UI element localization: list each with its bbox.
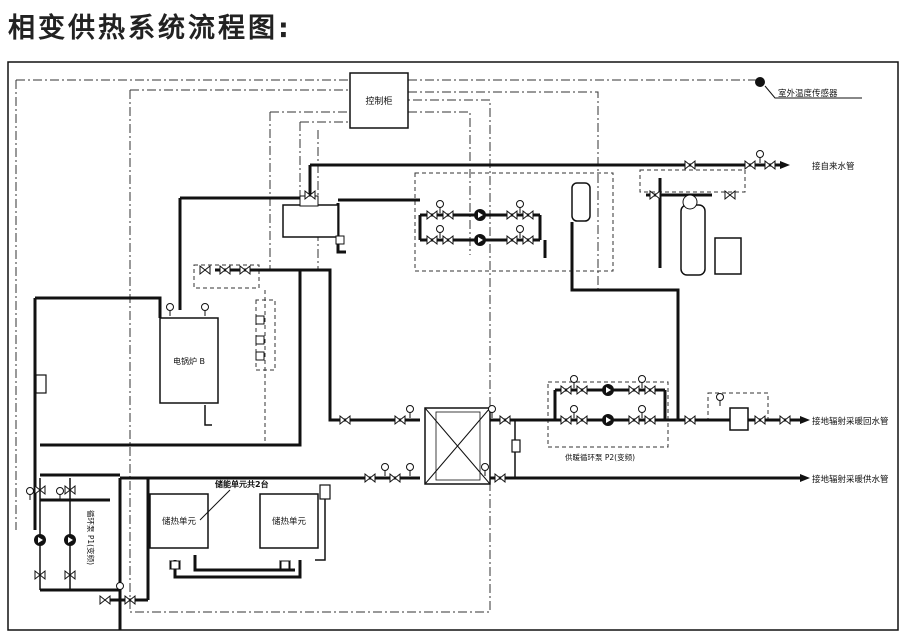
gauges: [26, 150, 764, 596]
storage-group-label: 储能单元共2台: [214, 479, 269, 489]
outdoor-sensor: 室外温度传感器: [755, 77, 862, 99]
svg-text:电锅炉 B: 电锅炉 B: [173, 356, 205, 366]
pump-p1-symbols: [34, 534, 76, 546]
softener-tank: [680, 194, 742, 276]
control-cabinet: 控制柜: [349, 72, 409, 129]
heat-storage-unit-1: 储热单元: [149, 493, 209, 549]
instruments: [35, 235, 521, 570]
return-pipe-label: 接地辐射采暖回水管: [812, 416, 889, 427]
flow-arrows: [780, 161, 810, 482]
svg-text:储热单元: 储热单元: [272, 516, 307, 527]
heat-storage-unit-2: 储热单元: [259, 493, 319, 549]
supply-pipe-label: 接地辐射采暖供水管: [812, 474, 889, 485]
svg-text:储热单元: 储热单元: [162, 516, 197, 527]
pump-p2-label: 供暖循环泵 P2(变频): [565, 452, 635, 462]
expansion-tank: [282, 195, 339, 238]
sensor-icon: [755, 77, 765, 87]
control-lines: [15, 79, 760, 613]
electric-boiler: 电锅炉 B: [159, 317, 219, 404]
svg-text:室外温度传感器: 室外温度传感器: [778, 88, 838, 99]
storage-group-leader: [199, 489, 231, 521]
svg-text:控制柜: 控制柜: [365, 95, 392, 107]
plate-heat-exchanger: [424, 407, 491, 485]
page-title: 相变供热系统流程图:: [8, 13, 292, 44]
pump-p1-label: 循环泵 P1(变频): [86, 510, 96, 565]
tap-water-label: 接自来水管: [812, 161, 855, 172]
return-filter: [729, 407, 749, 431]
diagram-border: [7, 61, 899, 631]
make-up-tank: [571, 182, 591, 222]
